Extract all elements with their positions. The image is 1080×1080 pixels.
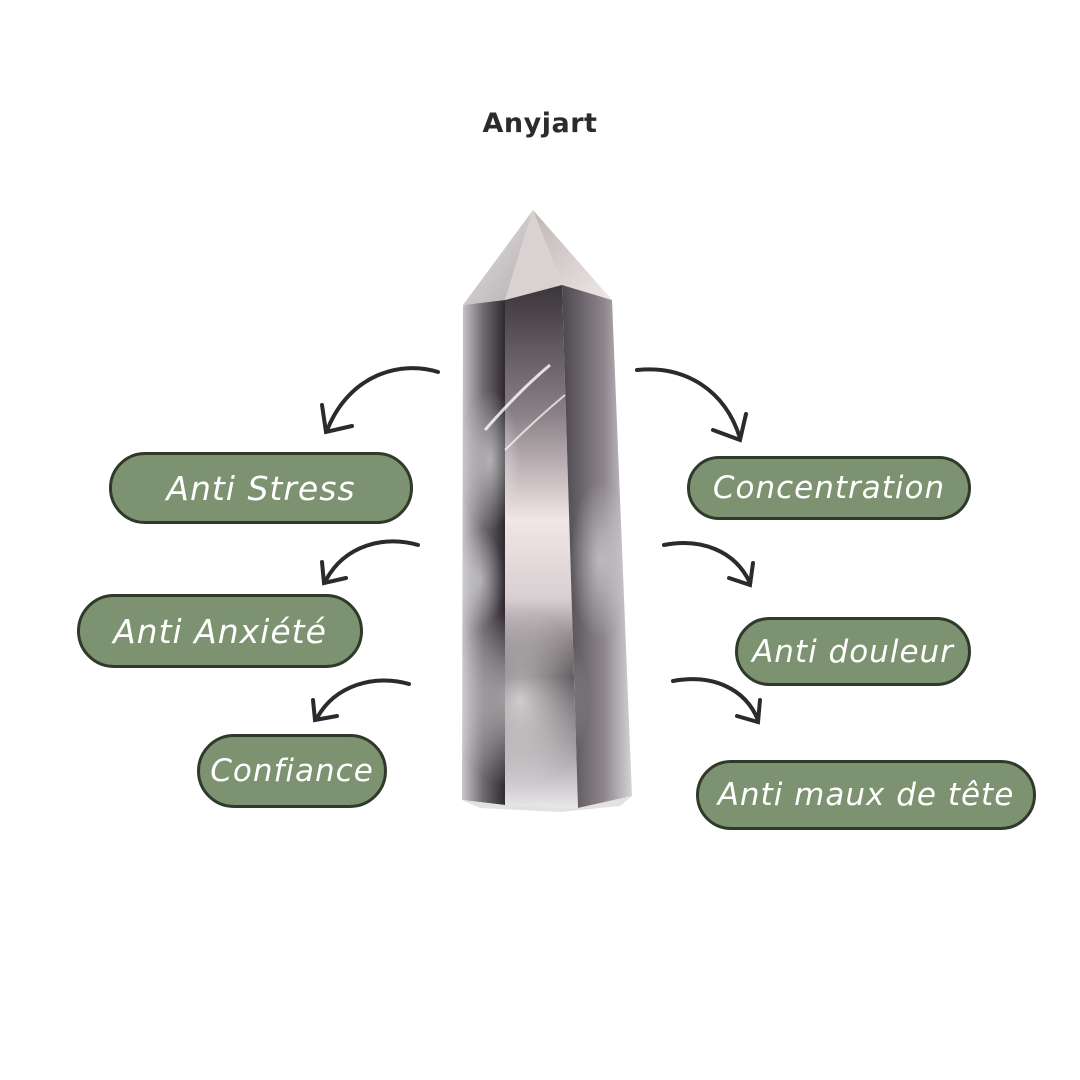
benefit-pill-confiance: Confiance <box>197 734 387 808</box>
benefit-pill-anti-douleur: Anti douleur <box>735 617 971 686</box>
benefit-pill-anti-maux-de-tete: Anti maux de tête <box>696 760 1036 830</box>
brand-title: Anyjart <box>482 108 598 139</box>
benefit-pill-anti-anxiete: Anti Anxiété <box>77 594 363 668</box>
benefit-pill-anti-stress: Anti Stress <box>109 452 413 524</box>
benefit-pill-concentration: Concentration <box>687 456 971 520</box>
